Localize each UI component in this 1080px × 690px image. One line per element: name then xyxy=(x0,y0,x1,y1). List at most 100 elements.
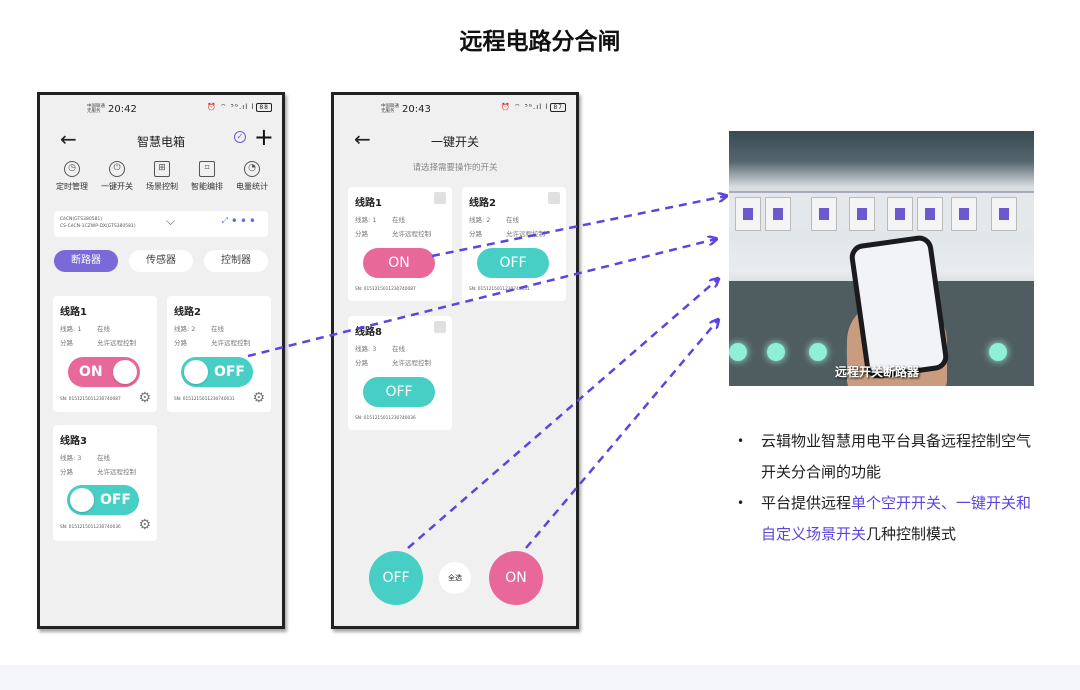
breaker-icon xyxy=(811,197,837,231)
select-hint: 请选择需要操作的开关 xyxy=(412,163,498,173)
tab-sensor[interactable]: 传感器 xyxy=(129,250,193,272)
carrier-label: 中国联通 无服务 xyxy=(381,104,399,114)
indicator-light-icon xyxy=(729,343,747,361)
indicator-light-icon xyxy=(809,343,827,361)
check-circle-icon[interactable]: ✓ xyxy=(234,131,246,143)
grid-icon: ⊞ xyxy=(154,161,170,177)
quick-action-label: 定时管理 xyxy=(56,182,88,191)
link-icon[interactable]: ⤢ xyxy=(221,216,228,225)
back-arrow-icon[interactable]: ← xyxy=(60,127,77,151)
signal-icons: ⏰ ⌔ ⁵ᴳ.ıl l xyxy=(501,103,549,111)
bullet-2: • 平台提供远程单个空开开关、一键开关和自定义场景开关几种控制模式 xyxy=(737,488,1037,550)
select-checkbox[interactable] xyxy=(434,321,446,333)
indicator-light-icon xyxy=(989,343,1007,361)
breaker-icon xyxy=(951,197,977,231)
nav-bar: ← 一键开关 xyxy=(334,127,576,151)
circuit-title: 线路2 xyxy=(174,307,201,318)
device-name: CéCN(GTS380581) xyxy=(60,217,103,222)
nav-title: 一键开关 xyxy=(430,135,479,149)
circuit-toggle-off[interactable]: OFF xyxy=(181,357,253,387)
circuit-toggle-off[interactable]: OFF xyxy=(67,485,139,515)
tab-breaker[interactable]: 断路器 xyxy=(54,250,118,272)
circuit-sn: SN: 0151215011230740087 xyxy=(355,287,416,292)
circuit-state-on[interactable]: ON xyxy=(363,248,435,278)
feature-bullets: • 云辑物业智慧用电平台具备远程控制空气开关分合闸的功能 • 平台提供远程单个空… xyxy=(737,426,1037,550)
status-time: 20:42 xyxy=(108,104,137,115)
circuit-toggle-on[interactable]: ON xyxy=(68,357,140,387)
quick-action-label: 场景控制 xyxy=(146,182,178,191)
flow-icon: ⌗ xyxy=(199,161,215,177)
tab-controller[interactable]: 控制器 xyxy=(204,250,268,272)
bullet-dot: • xyxy=(737,434,745,448)
quick-action-onekey[interactable]: ⏻ 一键开关 xyxy=(97,161,137,192)
breaker-photo: 远程开关断路器 xyxy=(729,131,1034,386)
circuit-mode-row: 分路允许远程控制 xyxy=(355,359,431,367)
pie-chart-icon: ◔ xyxy=(244,161,260,177)
circuit-sn: SN: 0151215011230740031 xyxy=(469,287,530,292)
bullet-1: • 云辑物业智慧用电平台具备远程控制空气开关分合闸的功能 xyxy=(737,426,1037,488)
indicator-light-icon xyxy=(767,343,785,361)
circuit-sn: SN: 0151215011230740036 xyxy=(355,416,416,421)
breaker-icon xyxy=(991,197,1017,231)
battery-icon: 87 xyxy=(550,103,566,112)
circuit-title: 线路1 xyxy=(355,198,382,209)
nav-title: 智慧电箱 xyxy=(136,135,185,149)
carrier-label: 中国联通 无服务 xyxy=(87,104,105,114)
quick-action-orchestrate[interactable]: ⌗ 智能编排 xyxy=(187,161,227,192)
all-off-button[interactable]: OFF xyxy=(369,551,423,605)
circuit-title: 线路8 xyxy=(355,327,382,338)
circuit-title: 线路1 xyxy=(60,307,87,318)
power-icon: ⏻ xyxy=(109,161,125,177)
circuit-sn: SN: 0151215011230740031 xyxy=(174,397,235,402)
select-checkbox[interactable] xyxy=(434,192,446,204)
photo-caption: 远程开关断路器 xyxy=(835,365,920,379)
gear-icon[interactable]: ⚙ xyxy=(252,390,265,406)
quick-action-scene[interactable]: ⊞ 场景控制 xyxy=(142,161,182,192)
add-icon[interactable]: + xyxy=(253,123,274,151)
circuit-mode-row: 分路允许远程控制 xyxy=(469,230,545,238)
breaker-icon xyxy=(887,197,913,231)
quick-action-timer[interactable]: ◷ 定时管理 xyxy=(52,161,92,192)
bullet-text-pre: 平台提供远程 xyxy=(761,494,852,512)
all-on-button[interactable]: ON xyxy=(489,551,543,605)
gear-icon[interactable]: ⚙ xyxy=(138,390,151,406)
footer-band xyxy=(0,665,1080,690)
device-model: CS-CéCN-1CZWP-DX(GTS380581) xyxy=(60,224,136,229)
select-all-button[interactable]: 全选 xyxy=(439,562,471,594)
status-time: 20:43 xyxy=(402,104,431,115)
circuit-state-off[interactable]: OFF xyxy=(363,377,435,407)
chevron-down-icon[interactable]: ⌵ xyxy=(166,214,176,228)
circuit-mode-row: 分路允许远程控制 xyxy=(60,468,136,476)
circuit-sn: SN: 0151215011230740087 xyxy=(60,397,121,402)
back-arrow-icon[interactable]: ← xyxy=(354,127,371,151)
select-checkbox[interactable] xyxy=(548,192,560,204)
bullet-text-post: 几种控制模式 xyxy=(866,525,957,543)
bullet-dot: • xyxy=(737,496,745,510)
more-icon[interactable]: ••• xyxy=(230,214,258,228)
quick-action-label: 电量统计 xyxy=(236,182,268,191)
quick-action-stats[interactable]: ◔ 电量统计 xyxy=(232,161,272,192)
circuit-mode-row: 分路允许远程控制 xyxy=(355,230,431,238)
device-selector[interactable]: CéCN(GTS380581) CS-CéCN-1CZWP-DX(GTS3805… xyxy=(54,211,268,237)
battery-icon: 88 xyxy=(256,103,272,112)
breaker-icon xyxy=(849,197,875,231)
circuit-title: 线路2 xyxy=(469,198,496,209)
gear-icon[interactable]: ⚙ xyxy=(138,517,151,533)
circuit-state-off[interactable]: OFF xyxy=(477,248,549,278)
signal-icons: ⏰ ⌔ ⁵ᴳ.ıl l xyxy=(207,103,255,111)
circuit-mode-row: 分路允许远程控制 xyxy=(174,339,250,347)
